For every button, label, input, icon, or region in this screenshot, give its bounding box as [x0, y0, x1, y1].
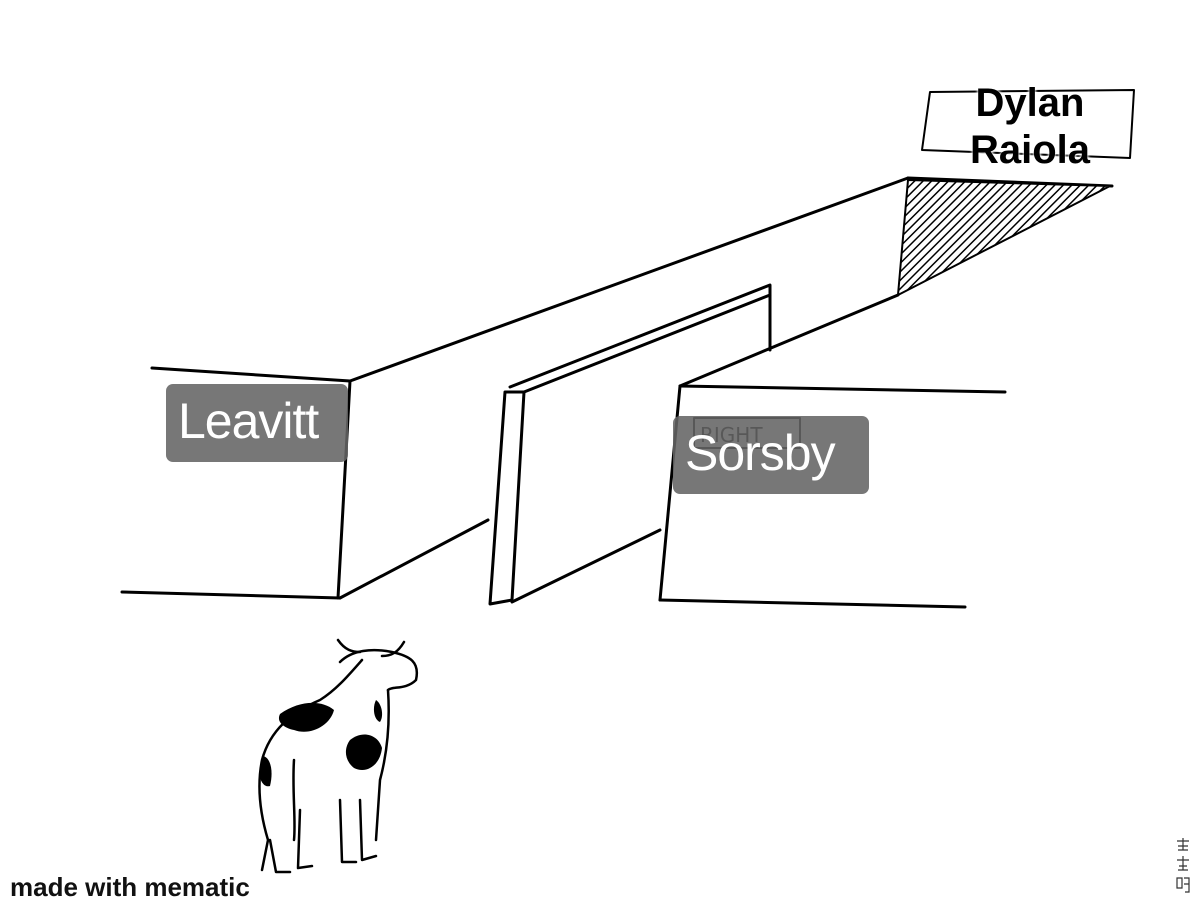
right-wall-caption: Sorsby	[673, 416, 869, 494]
cow-spots	[259, 700, 383, 787]
cow	[258, 638, 419, 874]
mematic-watermark: made with mematic	[10, 872, 250, 902]
left-wall-caption: Leavitt	[166, 384, 348, 462]
middle-wall	[488, 283, 772, 606]
left-wall	[120, 176, 910, 600]
artist-signature-icon	[1176, 838, 1190, 893]
dark-passage	[897, 179, 1111, 296]
top-sign-board	[921, 89, 1135, 159]
top-sign-caption: Dylan Raiola	[969, 81, 1091, 172]
